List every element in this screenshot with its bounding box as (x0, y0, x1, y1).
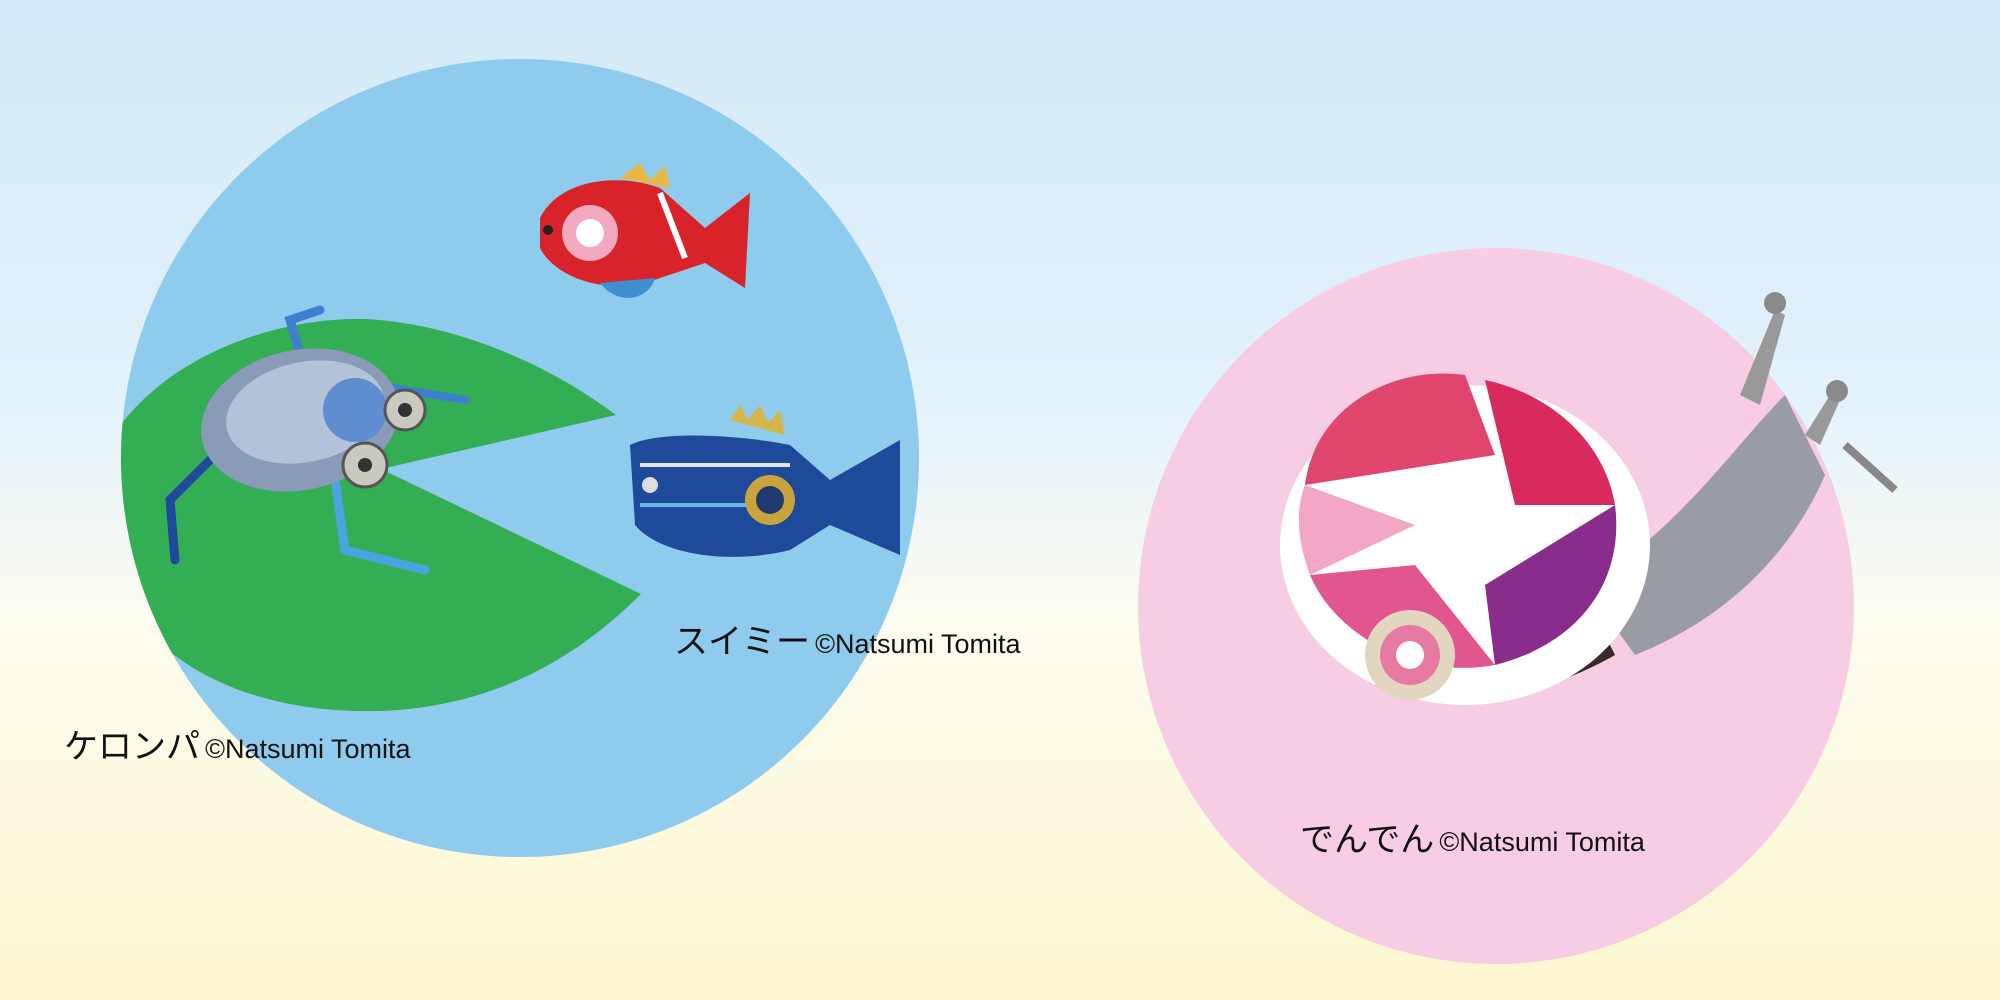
caption-keronpa: ケロンパ ©Natsumi Tomita (64, 719, 411, 768)
artwork-name: スイミー (674, 622, 810, 662)
artwork-name: でんでん (1300, 820, 1435, 860)
artwork-credit: ©Natsumi Tomita (815, 629, 1021, 659)
snail-sculpture-icon (1280, 292, 1898, 705)
red-fish-sculpture-icon (540, 163, 750, 298)
frog-sculpture-icon (165, 305, 469, 575)
artwork-credit: ©Natsumi Tomita (1439, 827, 1645, 857)
caption-swimmy: スイミー ©Natsumi Tomita (674, 614, 1021, 663)
caption-denden: でんでん ©Natsumi Tomita (1300, 812, 1645, 861)
artwork-name: ケロンパ (64, 727, 200, 767)
blue-fish-sculpture-icon (630, 405, 900, 557)
artwork-credit: ©Natsumi Tomita (205, 734, 411, 764)
